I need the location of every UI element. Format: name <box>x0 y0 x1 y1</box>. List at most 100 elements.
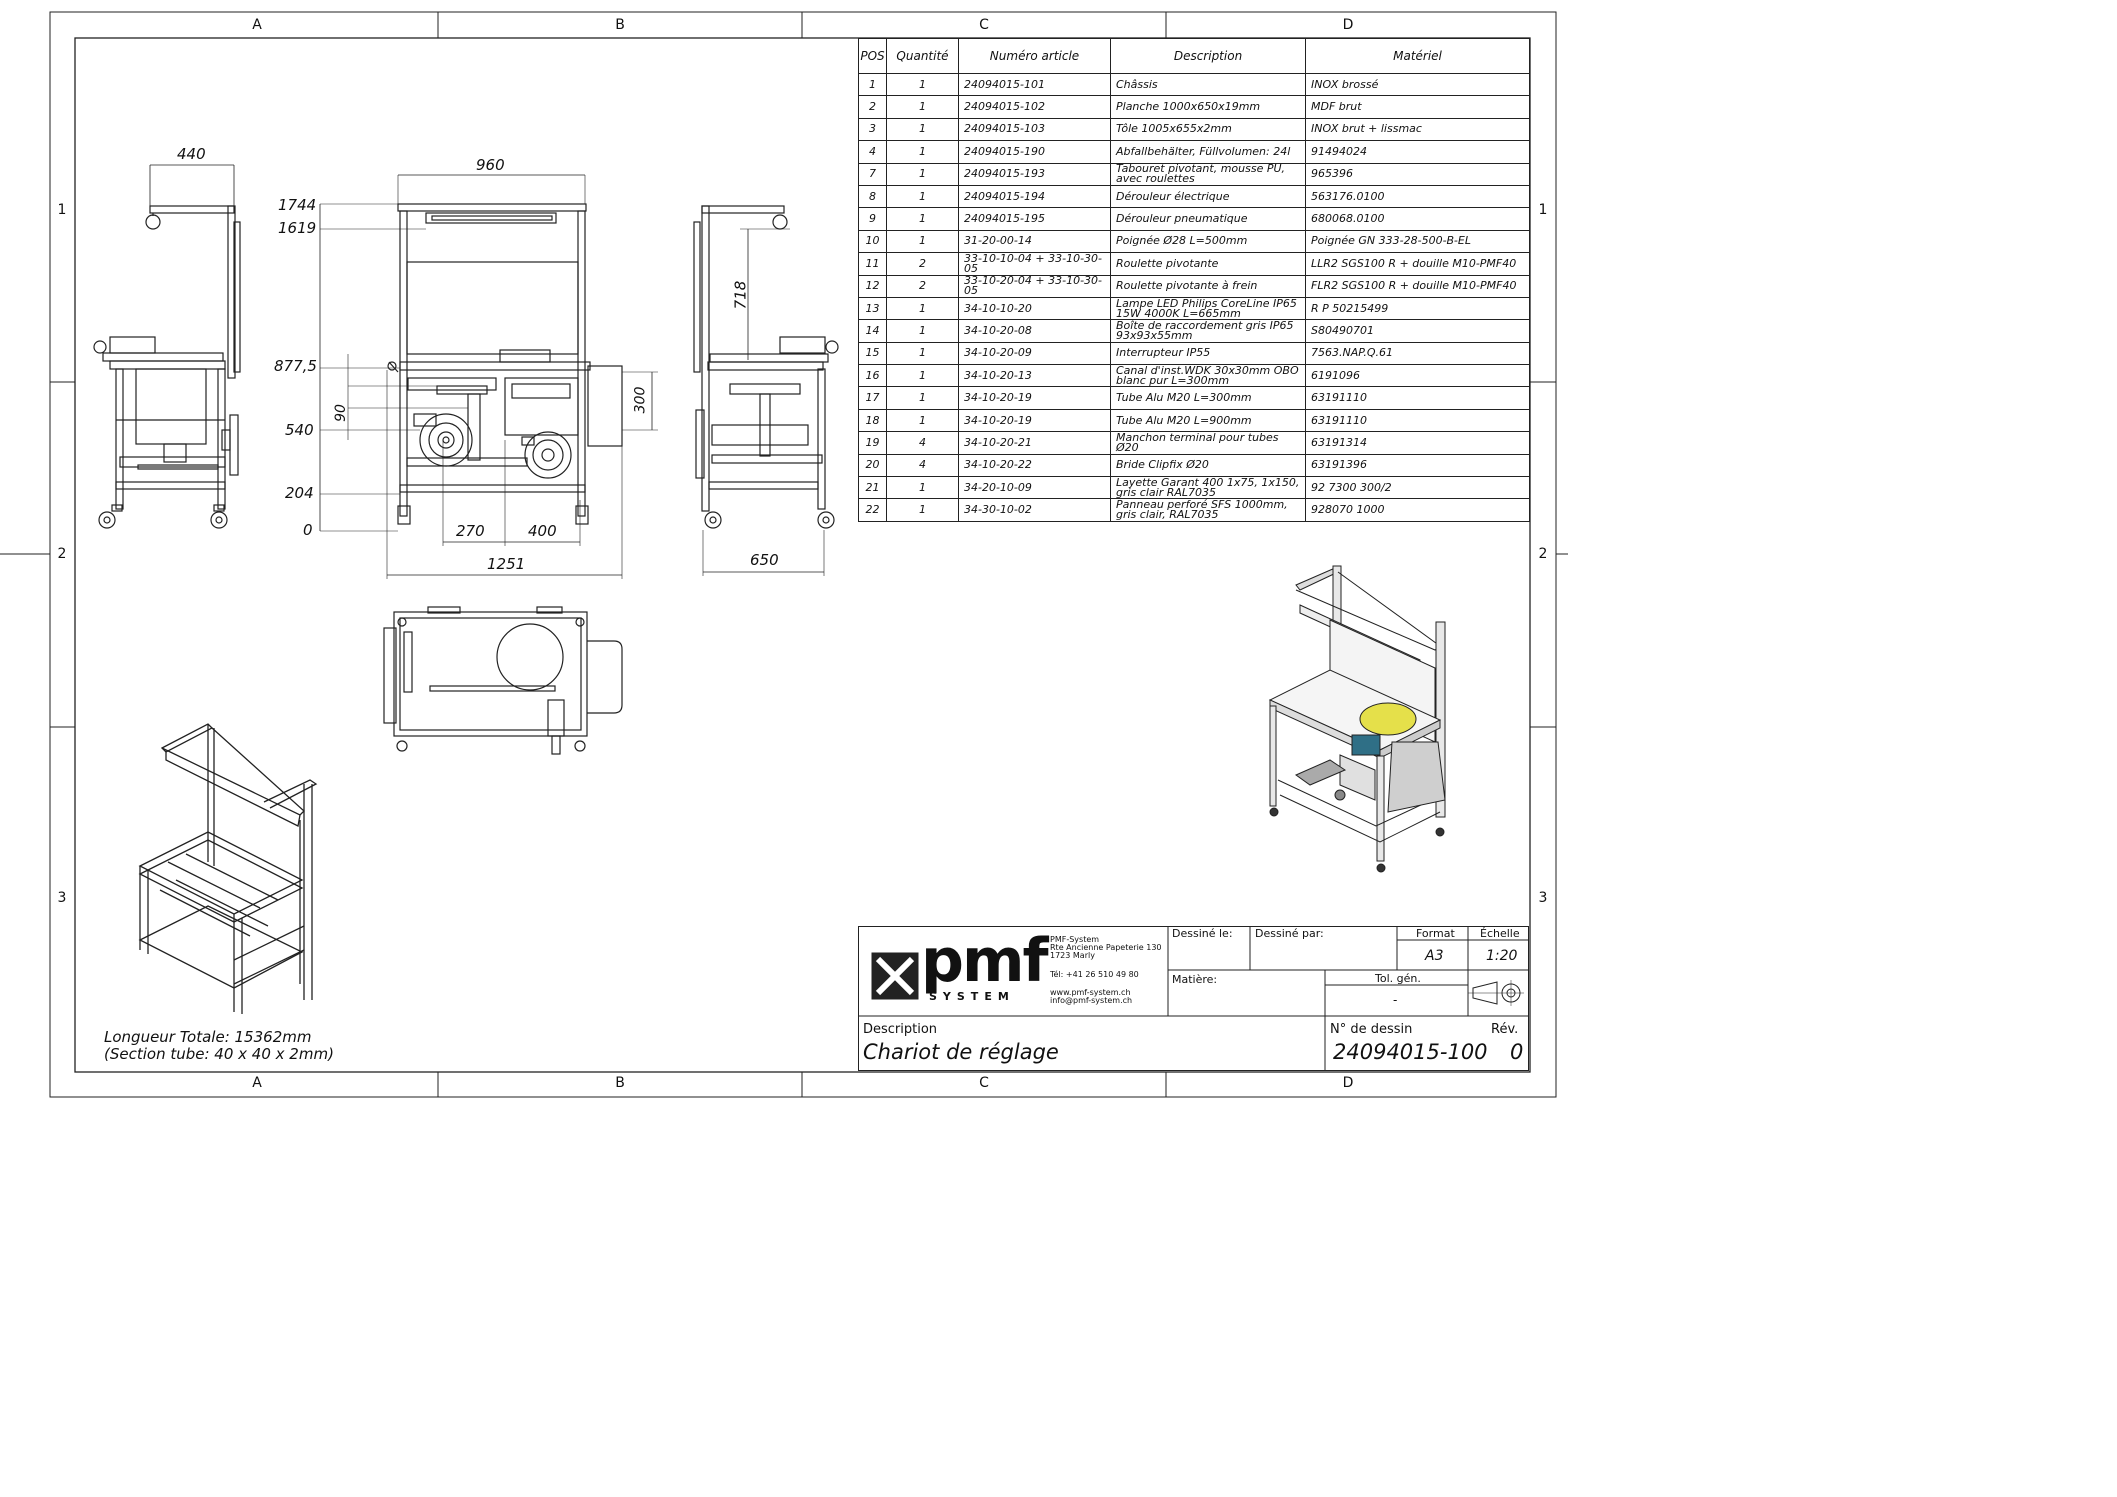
zone-label-top-b: B <box>615 17 625 33</box>
cell-article-number: 34-10-20-19 <box>958 386 1111 410</box>
cell-material: 7563.NAP.Q.61 <box>1305 341 1530 366</box>
description-label: Description <box>863 1022 938 1037</box>
company-city: 1723 Marly <box>1050 951 1095 960</box>
cell-pos: 16 <box>858 364 887 388</box>
cell-article-number: 34-20-10-09 <box>958 476 1111 500</box>
cell-quantity: 1 <box>886 386 959 410</box>
cell-quantity: 1 <box>886 476 959 500</box>
cell-article-number: 34-10-20-08 <box>958 319 1111 343</box>
cell-quantity: 1 <box>886 296 959 321</box>
cell-material: 965396 <box>1305 162 1530 186</box>
revision-value: 0 <box>1510 1040 1524 1064</box>
cell-material: 680068.0100 <box>1305 207 1530 231</box>
cell-description: Dérouleur électrique <box>1110 184 1306 209</box>
cell-description: Lampe LED Philips CoreLine IP65 15W 4000… <box>1110 296 1306 321</box>
cell-description: Planche 1000x650x19mm <box>1110 95 1306 119</box>
company-email: info@pmf-system.ch <box>1050 996 1133 1005</box>
header-description: Description <box>1110 38 1306 74</box>
cell-article-number: 34-10-20-19 <box>958 408 1111 433</box>
cell-material: LLR2 SGS100 R + douille M10-PMF40 <box>1305 252 1530 276</box>
drawing-title: Chariot de réglage <box>863 1040 1059 1064</box>
cell-description: Boîte de raccordement gris IP65 93x93x55… <box>1110 319 1306 343</box>
cell-quantity: 1 <box>886 184 959 209</box>
zone-label-top-a: A <box>252 17 262 33</box>
cell-pos: 22 <box>858 498 887 522</box>
dim-400: 400 <box>528 522 557 540</box>
company-phone: Tél: +41 26 510 49 80 <box>1050 970 1139 979</box>
cell-description: Poignée Ø28 L=500mm <box>1110 229 1306 254</box>
cell-material: 63191110 <box>1305 386 1530 410</box>
cell-quantity: 1 <box>886 408 959 433</box>
dim-front-width: 960 <box>476 156 505 174</box>
cell-article-number: 24094015-194 <box>958 184 1111 209</box>
note-tube-section: (Section tube: 40 x 40 x 2mm) <box>104 1045 334 1063</box>
cell-pos: 9 <box>858 207 887 231</box>
cell-pos: 18 <box>858 408 887 433</box>
note-total-length: Longueur Totale: 15362mm <box>104 1028 312 1046</box>
cell-material: MDF brut <box>1305 95 1530 119</box>
cell-article-number: 31-20-00-14 <box>958 229 1111 254</box>
cell-quantity: 1 <box>886 162 959 186</box>
cell-article-number: 33-10-10-04 + 33-10-30-05 <box>958 252 1111 276</box>
format-label: Format <box>1416 927 1455 940</box>
header-material: Matériel <box>1305 38 1530 74</box>
cell-article-number: 24094015-195 <box>958 207 1111 231</box>
title-block: pmf SYSTEM PMF-System Rte Ancienne Papet… <box>858 926 1529 1071</box>
dim-height-540: 540 <box>285 421 314 439</box>
title-block-lines <box>858 926 1529 1070</box>
top-view <box>383 606 623 755</box>
dim-total-width: 1251 <box>487 555 526 573</box>
zone-label-left-2: 2 <box>57 546 67 562</box>
zone-label-left-1: 1 <box>57 202 67 218</box>
cell-quantity: 1 <box>886 117 959 142</box>
material-label: Matière: <box>1172 973 1218 986</box>
cell-description: Bride Clipfix Ø20 <box>1110 453 1306 478</box>
cell-pos: 1 <box>858 72 887 97</box>
cell-description: Châssis <box>1110 72 1306 97</box>
company-name: PMF-System <box>1050 935 1100 944</box>
cell-material: INOX brut + lissmac <box>1305 117 1530 142</box>
cell-article-number: 33-10-20-04 + 33-10-30-05 <box>958 274 1111 298</box>
cell-material: 563176.0100 <box>1305 184 1530 209</box>
cell-quantity: 1 <box>886 364 959 388</box>
zone-label-top-d: D <box>1342 17 1354 33</box>
tolerance-value: - <box>1393 993 1398 1007</box>
zone-label-top-c: C <box>979 17 989 33</box>
format-value: A3 <box>1425 948 1444 964</box>
cell-description: Roulette pivotante <box>1110 252 1306 276</box>
cell-article-number: 34-10-10-20 <box>958 296 1111 321</box>
header-quantity: Quantité <box>886 38 959 74</box>
cell-article-number: 24094015-190 <box>958 140 1111 164</box>
zone-label-bottom-a: A <box>252 1075 262 1091</box>
zone-label-bottom-d: D <box>1342 1075 1354 1091</box>
cell-article-number: 34-10-20-13 <box>958 364 1111 388</box>
cell-quantity: 1 <box>886 95 959 119</box>
cell-quantity: 1 <box>886 498 959 522</box>
scale-value: 1:20 <box>1486 948 1518 964</box>
cell-pos: 15 <box>858 341 887 366</box>
dim-height-1619: 1619 <box>278 219 317 237</box>
cell-quantity: 1 <box>886 341 959 366</box>
cell-pos: 17 <box>858 386 887 410</box>
cell-description: Roulette pivotante à frein <box>1110 274 1306 298</box>
cell-pos: 12 <box>858 274 887 298</box>
cell-material: R P 50215499 <box>1305 296 1530 321</box>
dim-270: 270 <box>456 522 485 540</box>
cell-material: 92 7300 300/2 <box>1305 476 1530 500</box>
drawing-frame <box>0 11 1568 1098</box>
cell-material: 91494024 <box>1305 140 1530 164</box>
cell-pos: 8 <box>858 184 887 209</box>
company-website: www.pmf-system.ch <box>1050 988 1131 997</box>
header-pos: POS <box>858 38 887 74</box>
cell-pos: 11 <box>858 252 887 276</box>
cell-article-number: 24094015-101 <box>958 72 1111 97</box>
cell-pos: 4 <box>858 140 887 164</box>
cell-pos: 19 <box>858 431 887 455</box>
